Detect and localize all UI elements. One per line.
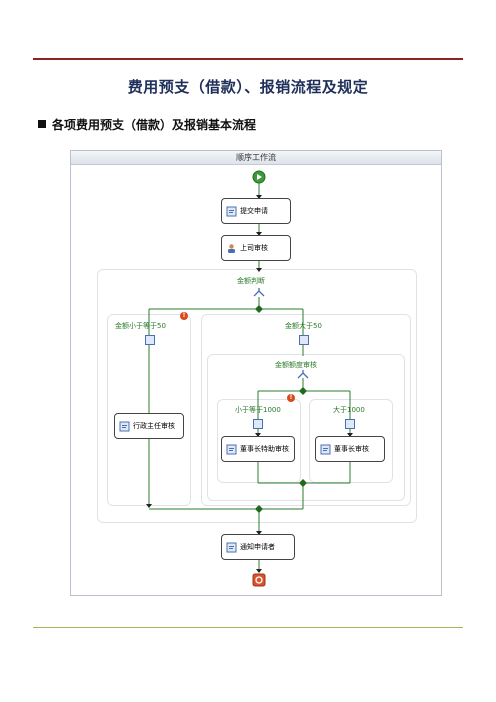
branch-icon [145, 335, 155, 345]
activity-code-icon [226, 542, 237, 552]
branch-label-amount-levels: 金额额度审核 [275, 361, 317, 369]
section-heading: 各项费用预支（借款）及报销基本流程 [52, 118, 257, 132]
activity-admin[interactable]: 行政主任审核 [114, 413, 184, 439]
activity-label: 董事长审核 [334, 445, 369, 453]
branch-label-gt1000: 大于1000 [333, 406, 365, 414]
branch-label-lte1000: 小于等于1000 [235, 406, 281, 414]
activity-code-icon [226, 206, 237, 216]
branch-gt50-container [201, 314, 411, 506]
ifelse-icon [253, 288, 265, 297]
activity-code-icon [320, 444, 331, 454]
branch-container-amount-levels [207, 354, 405, 501]
user-icon [228, 243, 235, 253]
branch-icon [253, 419, 263, 429]
end-icon [252, 573, 266, 587]
branch-container-amount-judge [97, 269, 417, 523]
activity-label: 行政主任审核 [133, 422, 175, 430]
warning-icon: ! [180, 312, 188, 320]
bullet-square-icon [38, 120, 46, 128]
start-icon [252, 170, 266, 184]
activity-submit[interactable]: 提交申请 [221, 198, 291, 224]
branch-icon [299, 335, 309, 345]
top-rule [33, 58, 463, 60]
activity-label: 提交申请 [240, 207, 268, 215]
branch-icon [345, 419, 355, 429]
workflow-title: 顺序工作流 [236, 153, 276, 162]
flow-connectors [146, 182, 353, 573]
workflow-diagram: 顺序工作流 [70, 150, 442, 596]
activity-label: 董事长特助审核 [240, 445, 289, 453]
activity-code-icon [226, 444, 237, 454]
branch-label-gt50: 金额大于50 [285, 322, 322, 330]
activity-label: 上司审核 [240, 244, 268, 252]
bottom-rule [33, 627, 463, 628]
activity-label: 通知申请者 [240, 543, 275, 551]
warning-icon: ! [287, 394, 295, 402]
branch-label-amount-judge: 金额判断 [237, 277, 265, 285]
activity-notify[interactable]: 通知申请者 [221, 534, 295, 560]
document-title: 费用预支（借款）、报销流程及规定 [127, 78, 369, 96]
branch-label-lte50: 金额小于等于50 [115, 322, 166, 330]
activity-code-icon [119, 421, 130, 431]
branch-gt1000-container [309, 399, 393, 483]
workflow-titlebar: 顺序工作流 [71, 151, 441, 165]
activity-chairman-assist[interactable]: 董事长特助审核 [221, 436, 295, 462]
activity-chairman[interactable]: 董事长审核 [315, 436, 385, 462]
activity-supervisor[interactable]: 上司审核 [221, 235, 291, 261]
ifelse-icon [297, 370, 309, 379]
